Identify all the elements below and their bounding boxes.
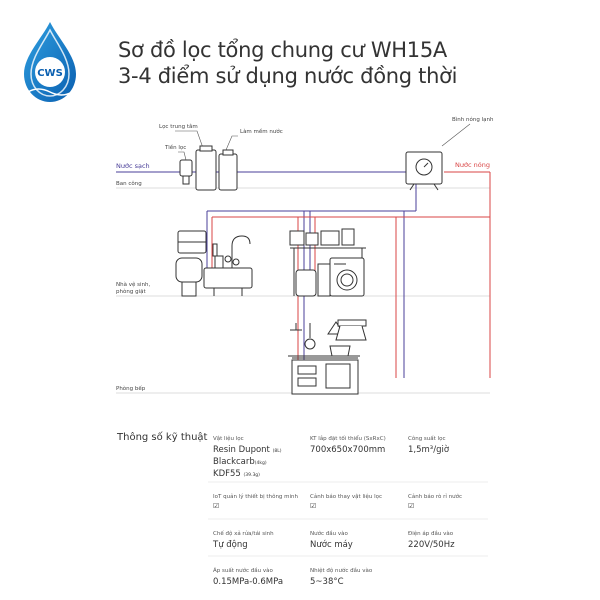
spec-canh-bao-ro-label: Cảnh báo rò rỉ nước bbox=[408, 494, 463, 500]
material-resin-qty: (8L) bbox=[272, 449, 282, 454]
specs-title: Thông số kỹ thuật bbox=[117, 432, 208, 443]
label-lam-mem-nuoc: Làm mềm nước bbox=[240, 127, 283, 135]
spec-nhiet-do: Nhiệt độ nước đầu vào 5~38°C bbox=[310, 568, 372, 587]
spec-canh-bao-vl-label: Cảnh báo thay vật liệu lọc bbox=[310, 494, 383, 500]
spec-cong-suat-label: Công suất lọc bbox=[408, 436, 446, 442]
spec-kt-label: KT lắp đặt tối thiểu (SxRxC) bbox=[310, 436, 386, 442]
spec-iot-label: IoT quản lý thiết bị thông minh bbox=[213, 494, 299, 500]
spec-che-do: Chế độ xả rửa/tái sinh Tự động bbox=[213, 531, 274, 550]
spec-dien-ap: Điện áp đầu vào 220V/50Hz bbox=[408, 531, 455, 550]
spec-dien-ap-label: Điện áp đầu vào bbox=[408, 531, 454, 537]
spec-vat-lieu: Vật liệu lọc Resin Dupont (8L) Blackcarb… bbox=[213, 436, 281, 481]
material-blackcarb: Blackcarb bbox=[213, 457, 255, 467]
spec-nuoc-dau-vao-value: Nước máy bbox=[310, 540, 353, 550]
spec-dien-ap-value: 220V/50Hz bbox=[408, 540, 455, 550]
pre-filter bbox=[179, 159, 193, 177]
page-title-line-2: 3-4 điểm sử dụng nước đồng thời bbox=[118, 64, 458, 88]
material-kdf-qty: (39.3g) bbox=[243, 473, 260, 478]
laundry-illustration bbox=[289, 228, 366, 297]
spec-canh-bao-ro-ri: Cảnh báo rò rỉ nước ☑ bbox=[408, 494, 462, 510]
page-title-line-1: Sơ đồ lọc tổng chung cư WH15A bbox=[118, 38, 447, 62]
spec-nhiet-do-value: 5~38°C bbox=[310, 577, 344, 587]
label-nuoc-nong: Nước nóng bbox=[455, 161, 490, 169]
spec-che-do-label: Chế độ xả rửa/tái sinh bbox=[213, 531, 274, 537]
material-blackcarb-qty: (4kg) bbox=[254, 461, 267, 466]
water-heater bbox=[405, 151, 443, 191]
spec-ap-suat-value: 0.15MPa-0.6MPa bbox=[213, 577, 284, 587]
label-nuoc-sach: Nước sạch bbox=[116, 162, 150, 170]
label-binh-nong-lanh: Bình nóng lạnh bbox=[452, 116, 494, 123]
logo-text: CWS bbox=[37, 68, 63, 79]
central-filter bbox=[195, 149, 217, 191]
spec-che-do-value: Tự động bbox=[213, 540, 248, 550]
spec-kich-thuoc: KT lắp đặt tối thiểu (SxRxC) 700x650x700… bbox=[310, 436, 386, 455]
spec-nhiet-do-label: Nhiệt độ nước đầu vào bbox=[310, 568, 373, 574]
spec-vat-lieu-label: Vật liệu lọc bbox=[213, 436, 244, 442]
spec-vat-lieu-value: Resin Dupont (8L) Blackcarb(4kg) KDF55 (… bbox=[213, 445, 281, 481]
label-loc-trung-tam: Lọc trung tâm bbox=[159, 123, 198, 130]
spec-ap-suat-label: Áp suất nước đầu vào bbox=[213, 568, 273, 574]
kitchen-illustration bbox=[288, 319, 367, 395]
spec-nuoc-dau-vao: Nước đầu vào Nước máy bbox=[310, 531, 353, 550]
check-icon: ☑ bbox=[408, 502, 415, 510]
material-kdf: KDF55 bbox=[213, 469, 241, 479]
spec-canh-bao-vat-lieu: Cảnh báo thay vật liệu lọc ☑ bbox=[310, 494, 382, 510]
spec-kt-value: 700x650x700mm bbox=[310, 445, 386, 455]
label-tien-loc: Tiền lọc bbox=[164, 143, 186, 151]
spec-cong-suat-value: 1,5m³/giờ bbox=[408, 445, 450, 455]
label-nha-ve-sinh-2: phòng giặt bbox=[116, 288, 146, 295]
check-icon: ☑ bbox=[213, 502, 220, 510]
filter-units bbox=[179, 145, 238, 191]
check-icon: ☑ bbox=[310, 502, 317, 510]
spec-nuoc-dau-vao-label: Nước đầu vào bbox=[310, 531, 348, 537]
spec-iot: IoT quản lý thiết bị thông minh ☑ bbox=[213, 494, 298, 510]
spec-cong-suat: Công suất lọc 1,5m³/giờ bbox=[408, 436, 449, 455]
label-nha-ve-sinh-1: Nhà vệ sinh, bbox=[116, 281, 150, 288]
bathroom-illustration bbox=[175, 230, 253, 297]
label-ban-cong: Ban công bbox=[116, 180, 142, 187]
label-phong-bep: Phòng bếp bbox=[116, 385, 146, 392]
cws-water-drop-logo: CWS bbox=[24, 22, 76, 102]
spec-ap-suat: Áp suất nước đầu vào 0.15MPa-0.6MPa bbox=[213, 568, 283, 587]
softener bbox=[218, 153, 238, 191]
material-resin: Resin Dupont bbox=[213, 445, 270, 455]
